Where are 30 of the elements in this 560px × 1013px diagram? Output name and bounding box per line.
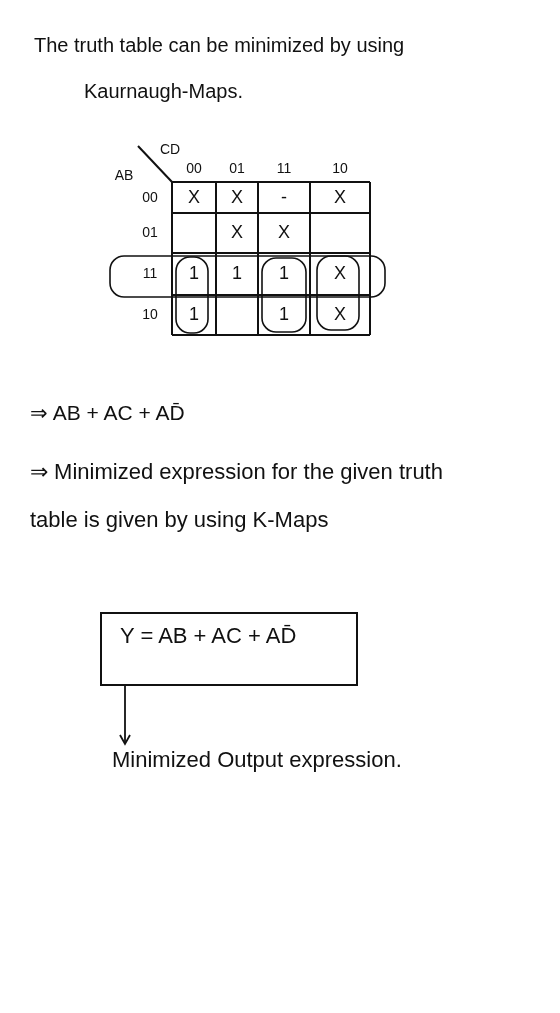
equation-text: Y = AB + AC + AD̄ (120, 622, 297, 650)
map-entry: - (281, 187, 287, 208)
map-entry: 1 (189, 305, 199, 325)
row-header: 01 (142, 225, 158, 241)
map-entry: X (231, 223, 243, 243)
column-header: 10 (332, 161, 348, 177)
note-text: The truth table can be minimized by using Kaurnaugh-Maps. (34, 33, 406, 104)
map-entry: X (231, 187, 243, 208)
variable-label: AB (114, 168, 134, 184)
row-header: 00 (142, 189, 158, 206)
map-entry: 1 (189, 264, 199, 284)
map-entry: 1 (232, 264, 242, 284)
row-header: 10 (142, 307, 158, 323)
variable-label: CD (159, 142, 181, 158)
expression-text: ⇒ AB + AC + AD̄ (30, 400, 186, 426)
map-entry: X (334, 264, 346, 284)
map-entry: X (278, 223, 290, 243)
map-entry: X (188, 187, 200, 208)
map-entry: 1 (279, 264, 289, 284)
column-header: 00 (186, 161, 202, 177)
column-header: 11 (276, 161, 292, 177)
note-text: ⇒ Minimized expression for the given truth table is given by using K-Maps (30, 458, 444, 534)
map-entry: 1 (279, 305, 289, 325)
map-entry: X (334, 187, 346, 208)
row-header: 11 (142, 266, 158, 282)
annotation-text: Minimized Output expression. (112, 746, 402, 774)
column-header: 01 (229, 161, 245, 177)
map-entry: X (334, 305, 346, 325)
result-box (100, 612, 358, 686)
arrow (119, 685, 131, 745)
